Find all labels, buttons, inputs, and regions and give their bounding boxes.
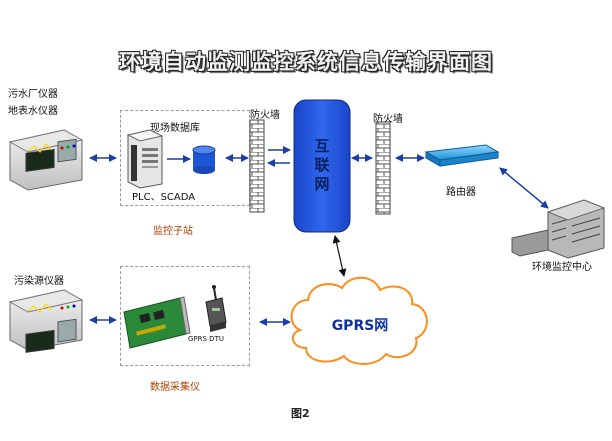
acquisition-card-icon: [123, 296, 191, 349]
pollution-source-instrument-label: 污染源仪器: [14, 276, 64, 287]
diagram-title: 环境自动监测监控系统信息传输界面图: [119, 50, 493, 74]
internet-node: [293, 99, 351, 233]
server-tower-icon: [126, 129, 164, 189]
sewage-plant-instrument-label: 污水厂仪器: [8, 89, 58, 100]
gprs-dtu-device-icon: [205, 285, 227, 332]
gprs-network-label: GPRS网: [332, 318, 389, 334]
internet-char-3: 网: [314, 175, 329, 193]
internet-gprs-link: [332, 235, 347, 277]
gprs-cloud: [290, 276, 428, 365]
pollution-instrument-device-icon: [8, 289, 84, 353]
figure-caption: 图2: [291, 407, 310, 420]
database-icon: [192, 145, 216, 174]
gprs-dtu-label: GPRS DTU: [188, 335, 224, 343]
internet-char-2: 联: [314, 156, 330, 174]
internet-char-1: 互: [314, 137, 329, 155]
router-icon: [424, 144, 500, 167]
router-label: 路由器: [446, 187, 476, 198]
substation-caption: 监控子站: [153, 226, 193, 237]
plc-scada-label: PLC、SCADA: [132, 192, 196, 203]
sewage-instrument-device-icon: [8, 129, 84, 191]
router-center-link: [499, 167, 549, 209]
surface-water-instrument-label: 地表水仪器: [8, 106, 58, 117]
firewall-right-label: 防火墙: [373, 114, 403, 125]
firewall-left-icon: [249, 119, 265, 213]
field-database-label: 现场数据库: [150, 123, 200, 134]
collector-box: [120, 266, 250, 366]
collector-caption: 数据采集仪: [150, 382, 200, 393]
monitoring-center-label: 环境监控中心: [532, 262, 592, 273]
firewall-left-label: 防火墙: [250, 110, 280, 121]
firewall-right-icon: [375, 121, 391, 215]
monitoring-center-building-icon: [511, 199, 606, 259]
